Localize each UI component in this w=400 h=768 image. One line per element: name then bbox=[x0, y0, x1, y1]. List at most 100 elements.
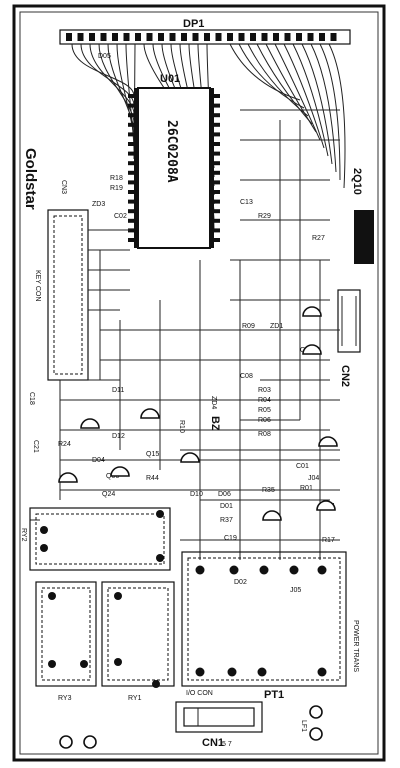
u01-pin bbox=[128, 161, 136, 166]
u01-pin bbox=[128, 238, 136, 242]
component-label-d04: D04 bbox=[92, 457, 105, 464]
relay-ry1: RY1 bbox=[101, 581, 175, 702]
component-label-d12: D12 bbox=[112, 433, 125, 440]
component-label-d10: D10 bbox=[190, 491, 203, 498]
u01-pin bbox=[212, 142, 220, 146]
dp1-pin bbox=[77, 33, 84, 41]
transistor bbox=[302, 344, 322, 355]
component-label-c19: C19 bbox=[224, 535, 237, 542]
pcb-trace bbox=[301, 43, 333, 165]
dp1-pin bbox=[100, 33, 107, 41]
relay-ry3: RY3 bbox=[35, 581, 97, 702]
dp1-pin bbox=[238, 33, 245, 41]
component-label-r35: R35 bbox=[262, 487, 275, 494]
pcb-trace bbox=[283, 43, 325, 149]
u01-label: U01 bbox=[160, 73, 180, 85]
component-label-j04: J04 bbox=[308, 475, 319, 482]
component-label-r18: R18 bbox=[110, 175, 123, 182]
pt1-label: PT1 bbox=[264, 689, 284, 701]
dp1-label: DP1 bbox=[183, 18, 204, 30]
transistors bbox=[58, 306, 338, 521]
component-label-d11: D11 bbox=[112, 387, 124, 394]
dp1-pin bbox=[273, 33, 279, 41]
u01-ic: U01 26C0208A bbox=[128, 73, 220, 249]
dp1-pin bbox=[227, 33, 233, 41]
dp1-connector: DP1 bbox=[59, 18, 351, 45]
power-transformer: PT1 POWER TRANS bbox=[181, 551, 359, 701]
transistor bbox=[58, 472, 78, 483]
component-label-c01: C01 bbox=[296, 463, 309, 470]
trace-network bbox=[30, 109, 340, 560]
u01-pin bbox=[128, 170, 136, 175]
ry1-label: RY1 bbox=[128, 695, 142, 702]
mounting-hole bbox=[309, 727, 323, 741]
component-label-zd4: ZD4 bbox=[210, 396, 217, 409]
u01-pin bbox=[212, 132, 220, 137]
u01-pin bbox=[212, 190, 220, 194]
key-con-label: KEY CON bbox=[34, 270, 41, 301]
u01-pin bbox=[128, 142, 136, 146]
dp1-pin bbox=[330, 33, 337, 41]
pcb-trace bbox=[328, 43, 346, 189]
dp1-pin bbox=[192, 33, 199, 41]
transistor bbox=[262, 510, 282, 521]
top-right-code: 2Q10 bbox=[351, 168, 363, 195]
dp1-pin bbox=[319, 33, 325, 41]
dp1-pin bbox=[296, 33, 302, 41]
pcb-trace bbox=[319, 43, 341, 181]
pcb-trace bbox=[310, 43, 337, 173]
dp1-pin bbox=[307, 33, 314, 41]
component-label-r04: R04 bbox=[258, 397, 271, 404]
component-label-r24: R24 bbox=[58, 441, 71, 448]
dp1-pin bbox=[261, 33, 268, 41]
dp1-pin bbox=[169, 33, 176, 41]
cn1-label: CN1 bbox=[202, 737, 224, 749]
u01-pin bbox=[128, 113, 136, 118]
transistor bbox=[316, 500, 336, 511]
dp1-pin bbox=[66, 33, 72, 41]
u01-pin bbox=[128, 94, 136, 98]
cn2-connector: CN2 bbox=[337, 289, 361, 387]
bz-label: BZ bbox=[209, 416, 221, 431]
u01-pin bbox=[212, 103, 220, 108]
cn3-label: CN3 bbox=[60, 180, 67, 194]
u01-pin bbox=[212, 94, 220, 98]
mounting-hole bbox=[59, 735, 73, 749]
u01-pin bbox=[128, 209, 136, 214]
cn1-pins: 5 7 bbox=[222, 741, 232, 748]
u01-pin bbox=[212, 113, 220, 118]
component-label-r08: R08 bbox=[258, 431, 271, 438]
component-label-r06: R06 bbox=[258, 417, 271, 424]
component-label-d05: D05 bbox=[98, 53, 111, 60]
component-label-r09: R09 bbox=[242, 323, 255, 330]
component-label-r29: R29 bbox=[258, 213, 271, 220]
dp1-pin bbox=[250, 33, 256, 41]
u01-pin bbox=[128, 218, 136, 223]
transistor bbox=[80, 418, 100, 429]
io-con-label: I/O CON bbox=[186, 690, 213, 697]
component-label-c08: C08 bbox=[240, 373, 253, 380]
pcb-trace bbox=[89, 43, 135, 115]
io-connector: I/O CON CN1 5 7 bbox=[175, 690, 263, 749]
mounting-hole bbox=[83, 735, 97, 749]
component-label-r19: R19 bbox=[110, 185, 123, 192]
pcb-trace bbox=[256, 43, 313, 125]
board-inner-outline bbox=[19, 11, 379, 755]
component-label-zd1: ZD1 bbox=[270, 323, 283, 330]
transistor bbox=[180, 452, 200, 463]
pcb-trace bbox=[274, 43, 321, 141]
component-label-d02: D02 bbox=[234, 579, 247, 586]
component-label-q24: Q24 bbox=[102, 491, 115, 498]
component-label-r05: R05 bbox=[258, 407, 271, 414]
component-label-zd3: ZD3 bbox=[92, 201, 105, 208]
dp1-pin bbox=[135, 33, 141, 41]
dp1-pin bbox=[146, 33, 153, 41]
u01-pin bbox=[212, 209, 220, 214]
transistor bbox=[140, 408, 160, 419]
dp1-pin bbox=[215, 33, 222, 41]
component-label-c13: C13 bbox=[240, 199, 253, 206]
u01-pin bbox=[212, 228, 220, 233]
pcb-trace bbox=[292, 43, 329, 157]
component-label-r27: R27 bbox=[312, 235, 325, 242]
